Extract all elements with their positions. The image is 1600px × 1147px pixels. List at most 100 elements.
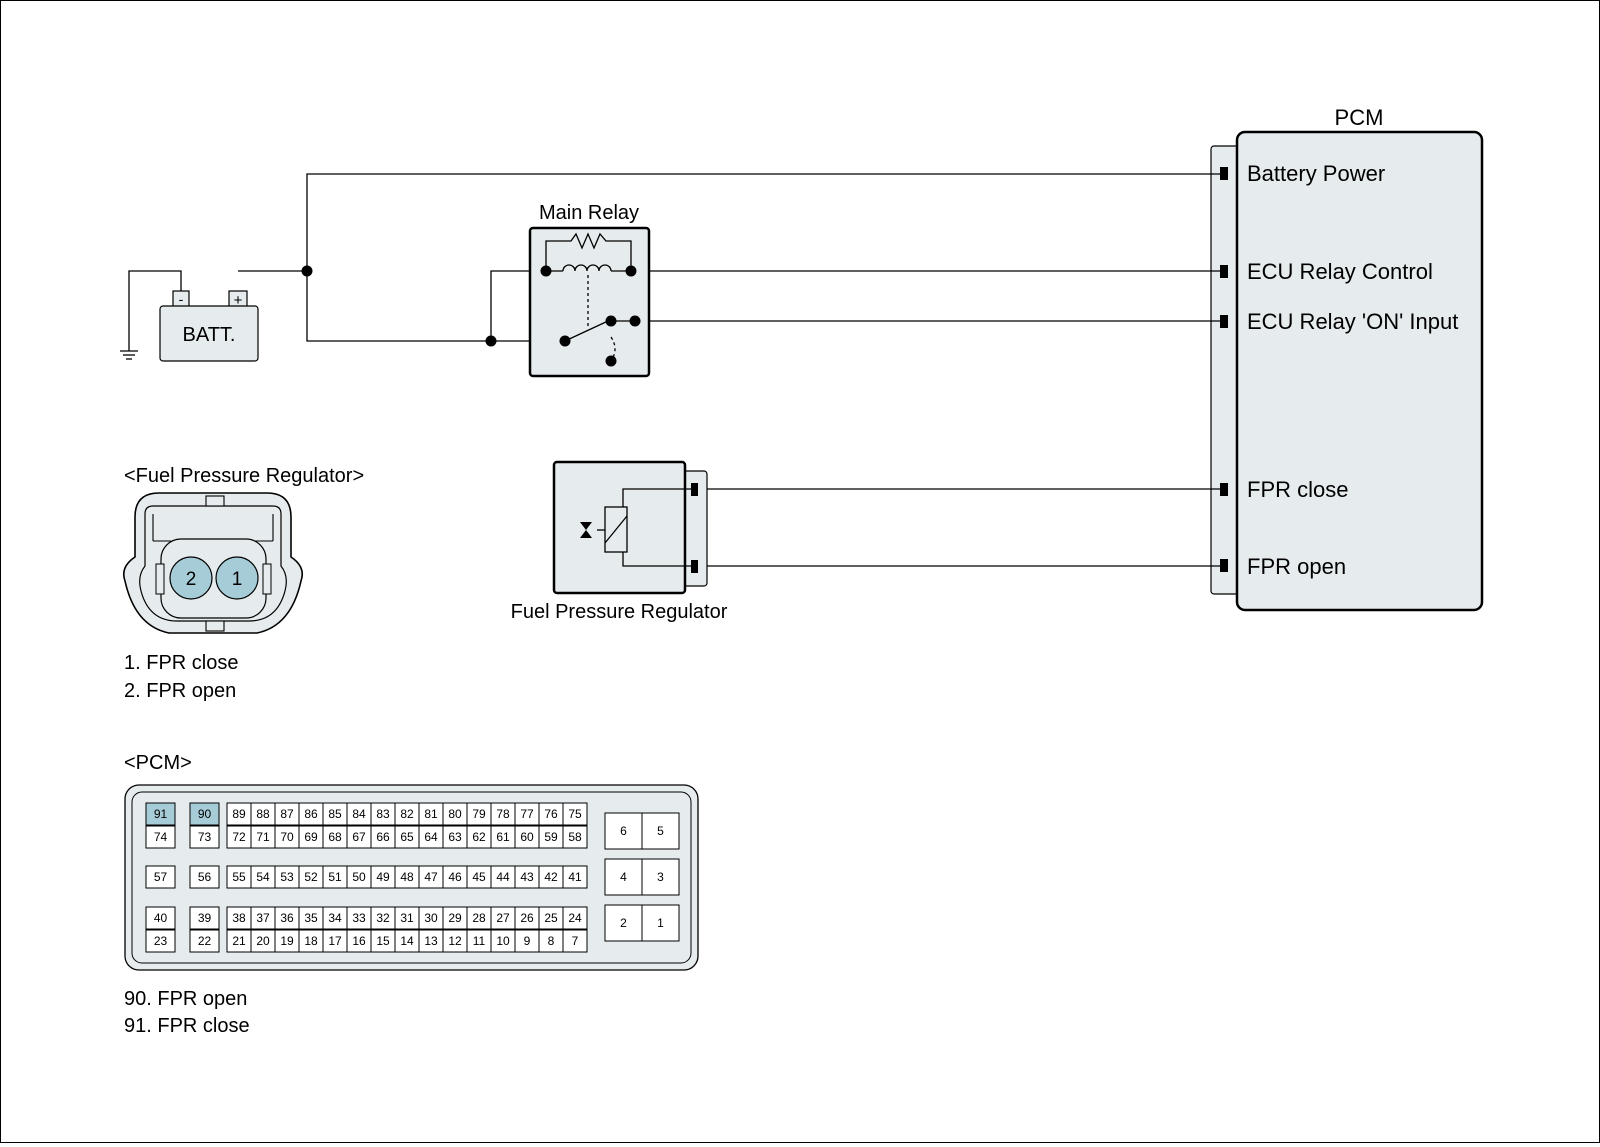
pcm-pin-label: 5	[657, 824, 664, 838]
pcm-pin-label: 56	[198, 870, 212, 884]
pcm-pin-label: 83	[376, 807, 390, 821]
pcm-pin-label: 42	[544, 870, 558, 884]
wire-battery-power	[306, 173, 1221, 342]
pcm-pin-label: 44	[496, 870, 510, 884]
pcm-pin-label: 49	[376, 870, 390, 884]
fpr-pin-1: 1	[232, 569, 243, 590]
pcm-pin-label: 10	[496, 934, 510, 948]
battery-positive-label: +	[234, 292, 243, 309]
valve-icon	[580, 522, 592, 538]
pcm-pin-label: 90	[198, 807, 212, 821]
pcm-pin-label: 33	[352, 911, 366, 925]
wire-junctions	[301, 265, 497, 347]
pcm-pin-cell	[189, 825, 220, 849]
pcm-pin-cell	[145, 865, 176, 889]
pcm-pin-cell	[145, 906, 176, 930]
fpr-connector-view: <Fuel Pressure Regulator> 2 1 1. FPR clo…	[122, 465, 364, 702]
wires	[128, 173, 1221, 567]
pcm-pin-label: 57	[154, 870, 168, 884]
pcm-pin-label: 67	[352, 830, 366, 844]
pcm-pin-label: 31	[400, 911, 414, 925]
pcm-pin-label: 38	[232, 911, 246, 925]
pcm-pin-label: 26	[520, 911, 534, 925]
pcm-pin-cell	[189, 802, 220, 826]
pcm-pin-label: 89	[232, 807, 246, 821]
pcm-pin-cell	[562, 825, 588, 849]
pcm-pin-label: 32	[376, 911, 390, 925]
pcm-connector-title: <PCM>	[124, 752, 192, 774]
pcm-pin-label: 27	[496, 911, 510, 925]
battery: BATT. - +	[159, 290, 259, 362]
pcm-pin-label: 43	[520, 870, 534, 884]
pcm-pin-label: 1	[657, 916, 664, 930]
pcm-pin-cell	[562, 929, 588, 953]
pcm-block: PCM Battery Power ECU Relay Control ECU …	[1210, 105, 1484, 612]
pcm-pin-label: 3	[657, 870, 664, 884]
main-relay-label: Main Relay	[539, 202, 639, 224]
pcm-pin-label: 21	[232, 934, 246, 948]
pcm-pin-label: 18	[304, 934, 318, 948]
pcm-pin-cell	[562, 906, 588, 930]
pcm-pin-label: 12	[448, 934, 462, 948]
pcm-pin-cell	[562, 802, 588, 826]
pin-battery-power: Battery Power	[1247, 161, 1385, 186]
pcm-pin-label: 58	[568, 830, 582, 844]
pcm-pin-label: 4	[620, 870, 627, 884]
pcm-pin-label: 45	[472, 870, 486, 884]
pcm-pin-label: 23	[154, 934, 168, 948]
main-relay: Main Relay	[528, 202, 651, 378]
pcm-pin-label: 37	[256, 911, 270, 925]
pcm-pin-label: 14	[400, 934, 414, 948]
pcm-pin-label: 74	[154, 830, 168, 844]
pcm-pin-label: 59	[544, 830, 558, 844]
pcm-pin-label: 85	[328, 807, 342, 821]
pcm-pin-cell	[145, 802, 176, 826]
wire-relay-coil-feed	[490, 270, 546, 341]
pcm-pin-label: 70	[280, 830, 294, 844]
pcm-pin-label: 11	[473, 934, 486, 948]
pcm-pin-cell	[641, 812, 680, 850]
pcm-pin-label: 39	[198, 911, 212, 925]
pcm-pin-label: 28	[472, 911, 486, 925]
pcm-pin-label: 24	[568, 911, 582, 925]
pin-ecu-relay-on-input: ECU Relay 'ON' Input	[1247, 309, 1458, 334]
pcm-pin-label: 62	[472, 830, 486, 844]
pcm-pin-label: 2	[620, 916, 627, 930]
pcm-pin-label: 64	[424, 830, 438, 844]
pcm-pin-label: 16	[352, 934, 366, 948]
pcm-pin-label: 15	[376, 934, 390, 948]
pcm-pin-label: 66	[376, 830, 390, 844]
fpr-legend-2: 2. FPR open	[124, 680, 236, 702]
pcm-pin-label: 81	[424, 807, 438, 821]
pcm-pin-label: 41	[568, 870, 582, 884]
pcm-pin-label: 47	[424, 870, 438, 884]
ground-icon	[120, 350, 138, 360]
pcm-pin-label: 60	[520, 830, 534, 844]
pcm-pin-label: 88	[256, 807, 270, 821]
fpr-pin-2: 2	[186, 569, 197, 590]
pcm-pin-label: 9	[524, 934, 531, 948]
pcm-pin-label: 87	[280, 807, 294, 821]
pcm-terminals	[1220, 167, 1228, 572]
pcm-pin-label: 8	[548, 934, 555, 948]
fpr-component: Fuel Pressure Regulator	[511, 460, 728, 623]
pcm-pin-label: 79	[472, 807, 486, 821]
pcm-pin-label: 35	[304, 911, 318, 925]
pcm-legend-1: 90. FPR open	[124, 988, 247, 1010]
pcm-pin-label: 52	[304, 870, 318, 884]
pcm-pin-label: 40	[154, 911, 168, 925]
pcm-pin-label: 91	[154, 807, 168, 821]
solenoid-icon	[597, 488, 691, 567]
pcm-pin-label: 7	[572, 934, 579, 948]
pcm-pin-cell	[604, 858, 643, 896]
pcm-pin-label: 17	[328, 934, 342, 948]
pcm-pin-label: 77	[520, 807, 534, 821]
pcm-pin-label: 30	[424, 911, 438, 925]
pin-fpr-close: FPR close	[1247, 477, 1348, 502]
pcm-pin-cell	[562, 865, 588, 889]
pcm-pin-label: 76	[544, 807, 558, 821]
